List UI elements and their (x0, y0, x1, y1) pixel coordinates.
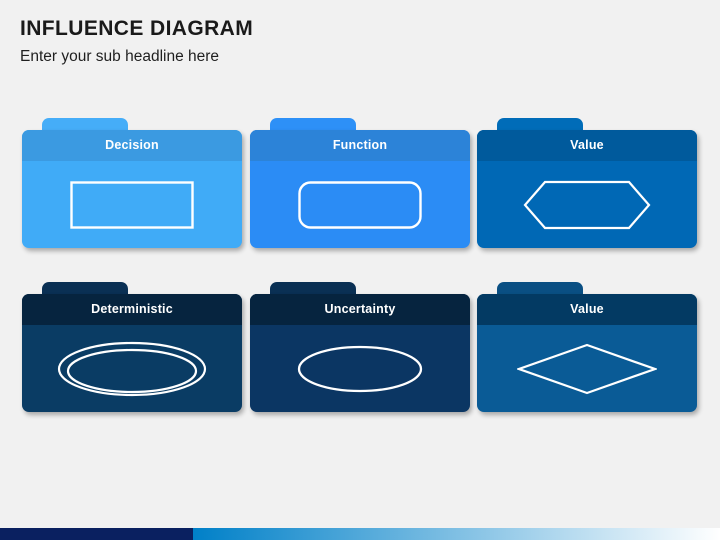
header: INFLUENCE DIAGRAM Enter your sub headlin… (20, 16, 680, 68)
folder-title-label: Uncertainty (324, 302, 396, 316)
page-subtitle: Enter your sub headline here (20, 48, 220, 65)
folder-card-deterministic[interactable]: Deterministic (22, 282, 242, 412)
folder-header: Uncertainty (250, 294, 470, 325)
folder-shape-area (250, 325, 470, 412)
folder-body: Uncertainty (250, 294, 470, 412)
folder-shape-area (250, 161, 470, 248)
folder-header: Function (250, 130, 470, 161)
folder-title-label: Value (570, 138, 604, 152)
folder-shape-area (477, 325, 697, 412)
folder-shape-area (477, 161, 697, 248)
folder-header: Decision (22, 130, 242, 161)
folder-body: Value (477, 130, 697, 248)
folder-card-value-hexagon[interactable]: Value (477, 118, 697, 248)
folder-title-label: Deterministic (91, 302, 173, 316)
folder-header: Value (477, 130, 697, 161)
folder-title-label: Decision (105, 138, 159, 152)
folder-title-label: Value (570, 302, 604, 316)
folder-card-decision[interactable]: Decision (22, 118, 242, 248)
folder-body: Decision (22, 130, 242, 248)
folder-body: Function (250, 130, 470, 248)
ellipse-shape-icon (297, 345, 423, 392)
bottom-decorative-bar (0, 528, 720, 540)
hexagon-shape-icon (523, 180, 651, 229)
rectangle-shape-icon (70, 180, 194, 229)
folder-header: Value (477, 294, 697, 325)
card-row-top: Decision Function (0, 118, 720, 258)
page-title: INFLUENCE DIAGRAM (20, 17, 254, 40)
folder-header: Deterministic (22, 294, 242, 325)
folder-title-label: Function (332, 138, 388, 152)
folder-card-function[interactable]: Function (250, 118, 470, 248)
folder-body: Deterministic (22, 294, 242, 412)
double-ellipse-shape-icon (57, 341, 207, 396)
diamond-shape-icon (517, 343, 657, 394)
folder-card-uncertainty[interactable]: Uncertainty (250, 282, 470, 412)
folder-card-value-diamond[interactable]: Value (477, 282, 697, 412)
bottom-bar-navy-segment (0, 528, 193, 540)
folder-shape-area (22, 161, 242, 248)
bottom-bar-gradient-segment (193, 528, 720, 540)
folder-shape-area (22, 325, 242, 412)
rounded-rectangle-shape-icon (298, 180, 422, 229)
folder-body: Value (477, 294, 697, 412)
card-row-bottom: Deterministic Uncertainty (0, 282, 720, 422)
